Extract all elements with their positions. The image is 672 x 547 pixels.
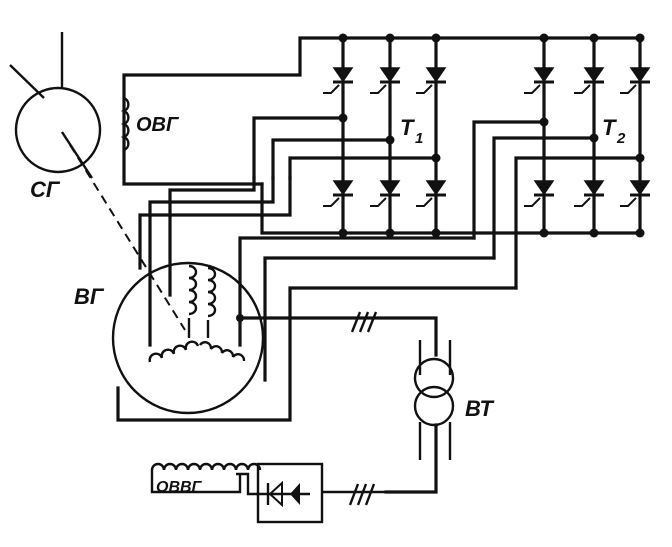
vg-label: ВГ [74,284,105,309]
transformer-vt: ВТ [384,340,495,494]
thyristor [370,67,401,94]
vt-label: ВТ [465,396,495,421]
junction-node [338,228,348,238]
thyristor [620,67,651,94]
vg-coil-b [207,266,217,318]
t2-index: 2 [616,130,626,147]
t1-label: T [400,115,415,140]
vg-coil-d [198,341,246,362]
junction-node [589,228,599,238]
junction-node [635,228,645,238]
junction-nodes [338,33,645,238]
vg-circle [111,261,265,415]
rectifier-block [236,462,386,524]
thyristor [416,180,447,207]
sg-brush-line [9,64,45,99]
thyristor [620,180,651,207]
junction-node [431,33,441,43]
ac-leads [116,116,642,422]
sg-pointer [60,131,94,179]
t1-index: 1 [415,130,423,147]
mechanical-link [61,131,186,331]
junction-node [589,33,599,43]
line-to-transformer [238,311,438,357]
sg-circle [14,86,102,174]
vg-coil-a [188,264,198,316]
junction-node [338,33,348,43]
ovvg-coil [150,462,262,471]
thyristor [574,180,605,207]
thyristor [323,67,354,94]
thyristor [524,180,555,207]
ovvg-label: ОВВГ [156,479,203,496]
thyristor [574,67,605,94]
thyristor [323,180,354,207]
junction-node [431,228,441,238]
vg-coil-c [148,340,200,363]
junction-node [385,228,395,238]
ovg-coil [120,96,130,152]
t2-label: T [602,115,617,140]
sg-label: СГ [30,177,61,202]
junction-node [385,33,395,43]
vt-coil-lower [413,385,455,427]
thyristor-group [323,67,651,207]
junction-node [635,33,645,43]
synchronous-generator: СГ [9,32,186,331]
thyristor [416,67,447,94]
excitation-winding-ovvg: ОВВГ [150,462,262,496]
ovg-label: ОВГ [136,114,180,136]
excitation-winding-ovg: ОВГ [120,36,642,186]
bottom-busbar [260,182,642,235]
junction-node [539,228,549,238]
vt-coil-upper [413,357,455,399]
thyristor [370,180,401,207]
junction-node [539,33,549,43]
thyristor [524,67,555,94]
